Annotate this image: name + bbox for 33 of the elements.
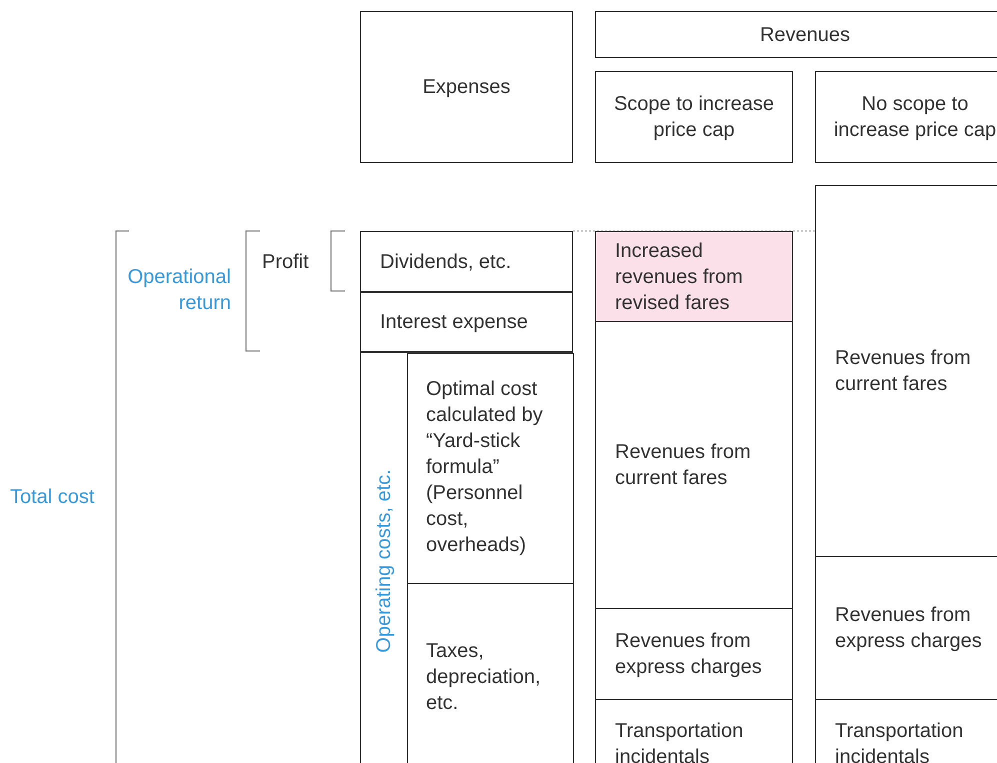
box-text: Taxes, depreciation, etc. [425,639,542,716]
box-text: Transportation incidentals [614,719,744,763]
table-box [815,71,997,163]
side-label: Operational return [126,265,231,316]
table-box [407,353,574,584]
box-text: Scope to increase price cap [612,92,776,143]
table-box [595,11,997,58]
table-box [595,699,793,763]
box-text: Operating costs, etc. [372,469,396,653]
box-text: Optimal cost calculated by “Yard-stick formula” (Personnel cost, overheads) [425,377,544,558]
box-text: Revenues from express charges [834,603,983,654]
box-text: Interest expense [379,310,529,335]
box-text: Revenues from current fares [834,346,972,397]
box-text: Revenues from current fares [614,440,752,491]
table-box [360,231,573,292]
table-box [815,185,997,557]
side-label: Total cost [10,485,96,510]
table-box [595,231,793,322]
box-text: Increased revenues from revised fares [614,238,744,316]
side-label: Profit [262,250,310,275]
box-text: Revenues from express charges [614,629,763,680]
box-text: Expenses [422,75,512,100]
box-text: Revenues [758,22,852,48]
table-box [407,583,574,763]
table-box [595,321,793,609]
group-box [360,352,573,763]
box-text: No scope to increase price cap [832,92,997,143]
table-box [595,608,793,700]
table-box [360,11,573,163]
box-text: Dividends, etc. [379,250,512,274]
table-box [595,71,793,163]
table-box [360,292,573,352]
box-text: Transportation incidentals [834,719,964,763]
